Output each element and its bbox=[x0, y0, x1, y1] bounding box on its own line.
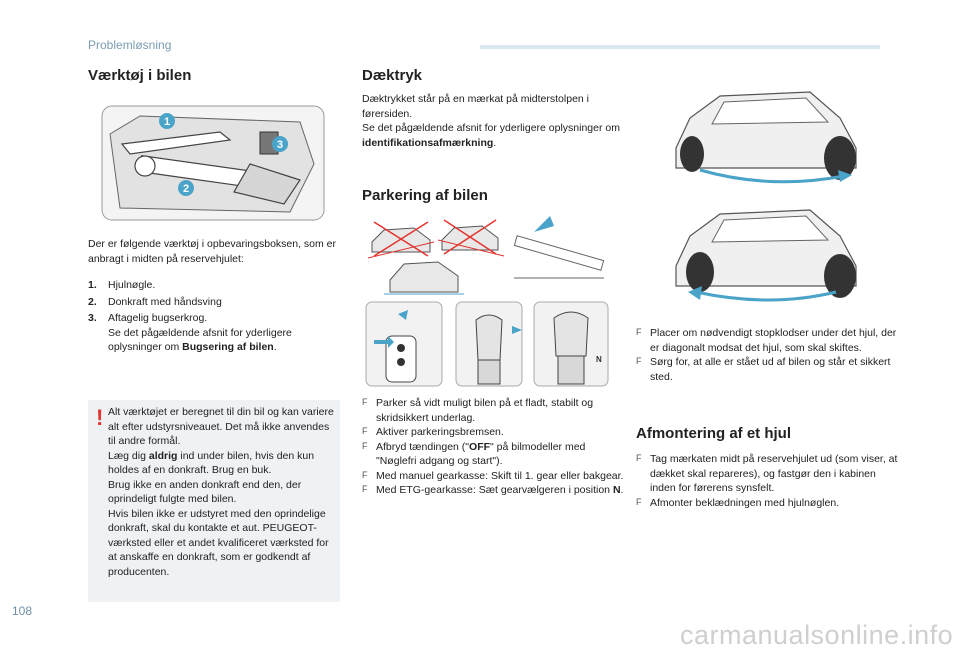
list-item: 2. Donkraft med håndsving bbox=[88, 295, 348, 310]
toolbox-illustration: 1 2 3 bbox=[101, 105, 325, 221]
parking-heading: Parkering af bilen bbox=[362, 187, 488, 204]
car-chock-front-illustration bbox=[675, 209, 857, 302]
tools-heading: Værktøj i bilen bbox=[88, 67, 192, 84]
section-header: Problemløsning bbox=[88, 38, 172, 52]
item-number: 3. bbox=[88, 312, 97, 324]
warning-paragraph: Alt værktøjet er beregnet til din bil og… bbox=[108, 406, 334, 447]
tools-intro: Der er følgende værktøj i opbevaringsbok… bbox=[88, 238, 337, 265]
list-item: 3. Aftagelig bugserkrog. Se det pågælden… bbox=[88, 311, 348, 355]
item-body: Aftagelig bugserkrog. Se det pågældende … bbox=[108, 312, 292, 354]
wheel-removal-heading: Afmontering af et hjul bbox=[636, 425, 791, 442]
car-chock-rear-illustration bbox=[675, 91, 857, 184]
item-text: Donkraft med håndsving bbox=[108, 295, 222, 308]
item-text: Aftagelig bugserkrog. bbox=[108, 312, 208, 324]
towing-reference: Bugsering af bilen bbox=[182, 341, 274, 353]
tyre-pressure-text: Dæktrykket står på en mærkat på midterst… bbox=[362, 92, 622, 150]
item-number: 1. bbox=[88, 279, 97, 291]
tools-list: 1. Hjulnøgle. 2. Donkraft med håndsving … bbox=[88, 278, 348, 357]
warning-box bbox=[88, 400, 340, 602]
list-item: 1. Hjulnøgle. bbox=[88, 278, 348, 293]
parking-slope-illustration bbox=[367, 216, 605, 295]
warning-paragraph: Læg dig aldrig ind under bilen, hvis den… bbox=[108, 449, 315, 477]
header-divider bbox=[480, 45, 880, 49]
warning-paragraph: Brug ikke en anden donkraft end den, der… bbox=[108, 478, 302, 506]
warning-icon: ! bbox=[96, 405, 104, 430]
warning-paragraph: Hvis bilen ikke er udstyret med den opri… bbox=[108, 507, 329, 578]
callout-1: 1 bbox=[164, 116, 170, 128]
tyre-paragraph: Dæktrykket står på en mærkat på midterst… bbox=[362, 93, 590, 120]
tyre-pressure-heading: Dæktryk bbox=[362, 67, 423, 84]
item-subtext: Se det pågældende afsnit for yderligere … bbox=[108, 326, 292, 354]
gear-selector-illustration: N bbox=[365, 301, 609, 387]
callout-2: 2 bbox=[183, 183, 189, 195]
gear-n-label: N bbox=[596, 355, 602, 364]
callout-3: 3 bbox=[277, 139, 283, 151]
watermark: carmanualsonline.info bbox=[680, 620, 954, 650]
tyre-paragraph: Se det pågældende afsnit for yderligere … bbox=[362, 122, 620, 149]
item-text: Hjulnøgle. bbox=[108, 279, 156, 291]
page-number: 108 bbox=[12, 604, 33, 618]
warning-text: Alt værktøjet er beregnet til din bil og… bbox=[108, 405, 336, 579]
item-number: 2. bbox=[88, 295, 97, 308]
